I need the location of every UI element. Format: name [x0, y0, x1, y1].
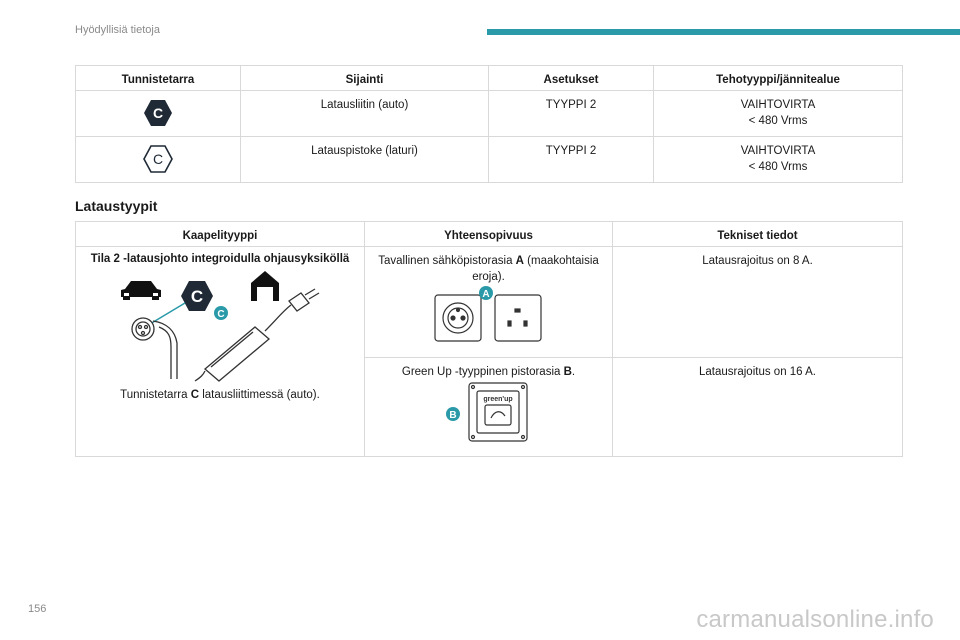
section-title: Lataustyypit [75, 198, 158, 214]
charging-types-table: Kaapelityyppi Yhteensopivuus Tekniset ti… [75, 221, 903, 457]
location-cell: Latausliitin (auto) [240, 90, 489, 137]
greenup-socket-icon: green'up [467, 382, 528, 442]
badge-b-icon: B [445, 407, 460, 421]
header-section-title: Hyödyllisiä tietoja [75, 24, 160, 36]
socket-brand-text: green'up [483, 396, 512, 403]
badge-a-icon: A [478, 286, 493, 300]
uk-socket-icon [493, 294, 542, 342]
table-row: C Latauspistoke (laturi) TYYPPI 2 VAIHTO… [75, 136, 903, 183]
label-cell: C [75, 136, 241, 183]
column-header: Tehotyyppi/jännitealue [653, 65, 903, 91]
table-row: Green Up -tyyppinen pistorasia B. B gree… [76, 357, 903, 457]
table-header-row: Tunnistetarra Sijainti Asetukset Tehotyy… [75, 65, 903, 91]
compatibility-text: Tavallinen sähköpistorasia A (maakohtais… [378, 255, 599, 283]
technical-cell: Latausrajoitus on 16 A. [612, 357, 903, 457]
label-cell: C [75, 90, 241, 137]
cable-caption: Tunnistetarra C latausliittimessä (auto)… [120, 389, 320, 401]
cable-cell: Tila 2 -latausjohto integroidulla ohjaus… [75, 246, 365, 457]
column-header: Tekniset tiedot [612, 221, 903, 247]
badge-letter: A [482, 289, 489, 300]
compatibility-text: Green Up -tyyppinen pistorasia B. [401, 366, 576, 378]
caption-label-letter: C [190, 389, 200, 401]
power-cell: VAIHTOVIRTA < 480 Vrms [653, 90, 903, 137]
table-row: C Latausliitin (auto) TYYPPI 2 VAIHTOVIR… [75, 90, 903, 137]
compatibility-cell: Green Up -tyyppinen pistorasia B. B gree… [364, 357, 613, 457]
header-accent-bar [487, 29, 960, 35]
power-line: VAIHTOVIRTA [740, 99, 816, 111]
location-cell: Latauspistoke (laturi) [240, 136, 489, 183]
house-icon [251, 271, 279, 301]
charging-cable-illustration: C C [121, 271, 320, 382]
column-header: Asetukset [488, 65, 654, 91]
hexagon-letter: C [191, 287, 203, 306]
type2-connector-icon [131, 317, 178, 379]
control-unit-icon [194, 304, 292, 382]
power-line: VAIHTOVIRTA [740, 145, 816, 157]
hexagon-letter: C [153, 105, 163, 121]
settings-cell: TYYPPI 2 [488, 90, 654, 137]
plug-icon [288, 288, 320, 312]
column-header: Sijainti [240, 65, 489, 91]
french-socket-icon [433, 294, 482, 342]
identifier-table: Tunnistetarra Sijainti Asetukset Tehotyy… [75, 65, 903, 183]
badge-c-icon: C [214, 306, 228, 320]
column-header: Yhteensopivuus [364, 221, 613, 247]
power-line: < 480 Vrms [748, 115, 808, 127]
page-number: 156 [28, 603, 47, 615]
watermark: carmanualsonline.info [696, 606, 934, 633]
column-header: Kaapelityyppi [75, 221, 365, 247]
hexagon-label-filled-icon: C [181, 281, 213, 311]
car-icon [121, 281, 161, 300]
badge-letter: B [449, 410, 456, 421]
hexagon-letter: C [153, 151, 163, 167]
power-line: < 480 Vrms [748, 161, 808, 173]
standard-sockets-illustration: A [433, 286, 542, 342]
compatibility-cell: Tavallinen sähköpistorasia A (maakohtais… [364, 246, 613, 358]
greenup-socket-illustration: B green'up [445, 382, 528, 442]
settings-cell: TYYPPI 2 [488, 136, 654, 183]
cable-title: Tila 2 -latausjohto integroidulla ohjaus… [90, 253, 350, 265]
hexagon-label-outline-icon: C [143, 145, 173, 173]
hexagon-label-filled-icon: C [144, 100, 172, 126]
badge-letter: C [217, 309, 224, 320]
column-header: Tunnistetarra [75, 65, 241, 91]
power-cell: VAIHTOVIRTA < 480 Vrms [653, 136, 903, 183]
table-header-row: Kaapelityyppi Yhteensopivuus Tekniset ti… [75, 221, 903, 247]
table-row: Tila 2 -latausjohto integroidulla ohjaus… [75, 246, 903, 457]
technical-cell: Latausrajoitus on 8 A. [612, 246, 903, 358]
